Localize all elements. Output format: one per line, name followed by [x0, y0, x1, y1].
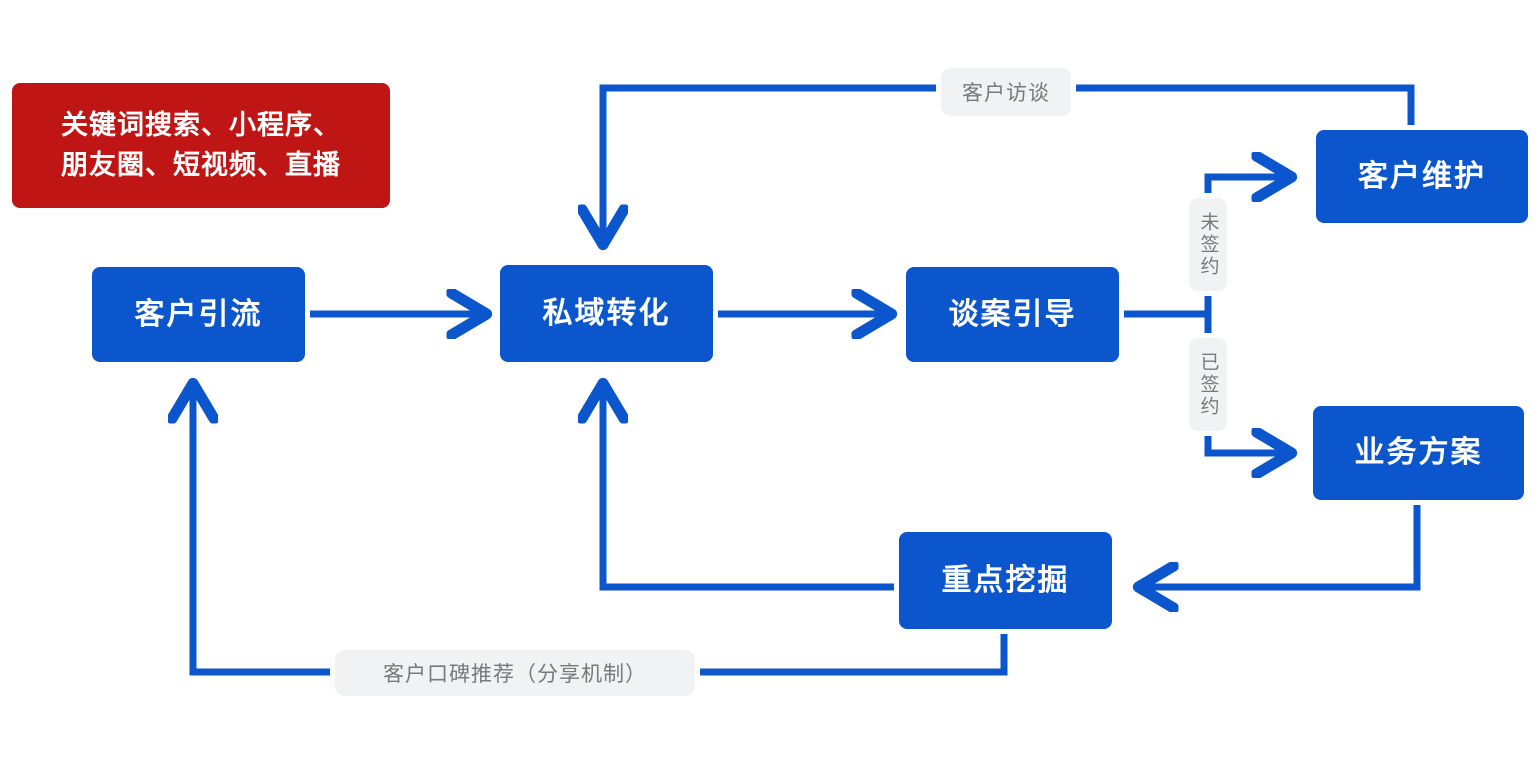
node-convert-label: 私域转化 [542, 296, 671, 330]
node-guide[interactable]: 谈案引导 [906, 267, 1119, 362]
edge-label-interview: 客户访谈 [941, 68, 1071, 116]
edge-label-signed-text: 已签约 [1197, 351, 1219, 418]
node-guide-label: 谈案引导 [948, 297, 1077, 331]
node-maintain[interactable]: 客户维护 [1316, 130, 1528, 223]
edge-label-signed: 已签约 [1189, 338, 1227, 431]
node-convert[interactable]: 私域转化 [500, 265, 713, 362]
node-maintain-label: 客户维护 [1358, 159, 1486, 193]
node-keymining[interactable]: 重点挖掘 [899, 532, 1112, 629]
edge-keymining-to-attract [193, 385, 1008, 676]
edge-proposal-to-keymining [1140, 500, 1421, 587]
node-proposal[interactable]: 业务方案 [1313, 406, 1524, 500]
edge-label-unsigned: 未签约 [1189, 198, 1227, 291]
node-channels-line2: 朋友圈、短视频、直播 [61, 149, 341, 180]
node-keymining-label: 重点挖掘 [941, 563, 1070, 597]
node-channels-line1: 关键词搜索、小程序、 [61, 110, 341, 141]
node-channels-text: 关键词搜索、小程序、 朋友圈、短视频、直播 [61, 106, 341, 184]
edge-label-unsigned-text: 未签约 [1197, 211, 1219, 278]
node-attract-label: 客户引流 [134, 297, 263, 331]
node-channels[interactable]: 关键词搜索、小程序、 朋友圈、短视频、直播 [12, 83, 390, 208]
node-attract[interactable]: 客户引流 [92, 267, 305, 362]
edge-label-referral: 客户口碑推荐（分享机制） [335, 650, 695, 696]
edge-label-referral-text: 客户口碑推荐（分享机制） [383, 663, 647, 686]
edge-keymining-to-convert [603, 385, 899, 591]
node-proposal-label: 业务方案 [1354, 436, 1483, 470]
edge-label-interview-text: 客户访谈 [962, 82, 1050, 105]
